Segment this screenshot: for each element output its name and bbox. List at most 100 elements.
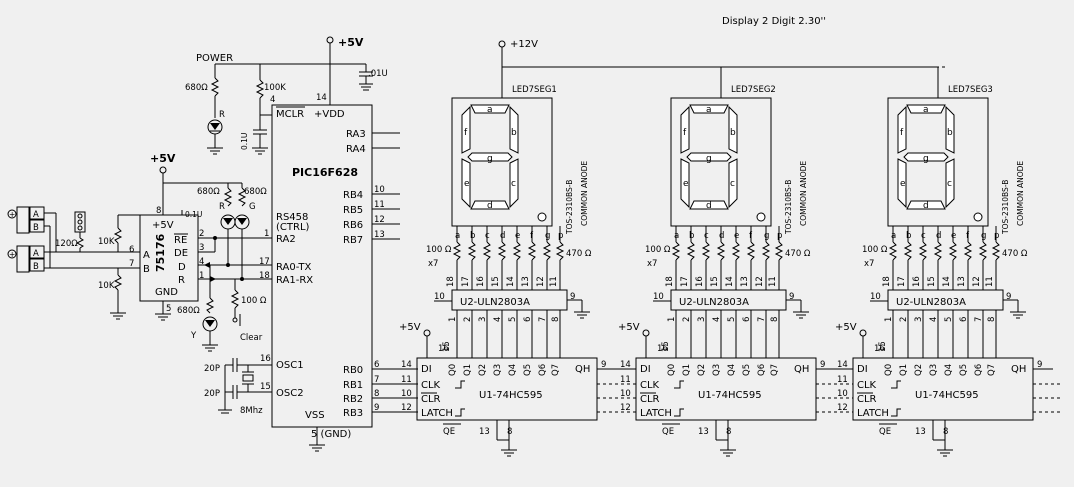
cap-01u-label: .01U [368,69,388,79]
svg-text:g: g [487,154,493,164]
svg-text:c: c [947,179,952,189]
svg-text:Q1: Q1 [682,364,692,376]
svg-text:14: 14 [401,360,412,370]
svg-text:Q0: Q0 [884,364,894,376]
svg-text:p: p [558,231,563,241]
svg-text:16: 16 [657,344,668,354]
svg-text:11: 11 [374,200,385,210]
svg-text:470 Ω: 470 Ω [785,249,811,259]
svg-text:470 Ω: 470 Ω [566,249,592,259]
svg-text:a: a [487,105,493,115]
svg-text:7: 7 [974,317,984,322]
mcu-name: PIC16F628 [292,166,358,179]
svg-text:Q4: Q4 [508,364,518,376]
svg-text:100 Ω: 100 Ω [645,245,671,255]
svg-text:+: + [9,210,15,219]
svg-text:4: 4 [270,95,275,105]
svg-text:RB6: RB6 [343,220,363,231]
svg-text:5: 5 [727,317,737,322]
svg-text:A: A [33,210,39,220]
display-part-number: TOS-2310BS-B [1001,180,1010,235]
segment-e [897,158,907,209]
svg-text:100 Ω: 100 Ω [426,245,452,255]
svg-text:f: f [683,128,687,138]
svg-text:9: 9 [1006,292,1011,302]
svg-text:Q5: Q5 [523,364,533,376]
svg-text:8: 8 [156,206,161,216]
svg-text:Q4: Q4 [944,364,954,376]
svg-text:12: 12 [837,403,848,413]
svg-text:6: 6 [959,317,969,322]
segment-d [689,200,729,210]
power-label: POWER [196,53,233,64]
svg-text:RB0: RB0 [343,365,363,376]
display-common-anode: COMMON ANODE [799,161,808,226]
svg-text:B: B [33,223,39,233]
svg-text:15: 15 [710,276,720,287]
svg-text:13: 13 [374,230,385,240]
svg-text:680Ω: 680Ω [197,187,220,197]
mcu-mclr: MCLR [276,109,304,120]
svg-text:8: 8 [987,317,997,322]
svg-text:16: 16 [476,276,486,287]
svg-text:e: e [683,179,689,189]
svg-text:2: 2 [899,317,909,322]
segment-a [689,104,729,114]
svg-text:QH: QH [1011,364,1026,375]
svg-text:3: 3 [199,243,204,253]
svg-text:100 Ω: 100 Ω [862,245,888,255]
decimal-point [973,212,983,222]
svg-text:CLK: CLK [421,380,441,391]
segment-g [467,152,513,162]
svg-text:10: 10 [653,292,664,302]
svg-text:8: 8 [507,427,512,437]
svg-text:a: a [455,231,460,241]
svg-text:B: B [143,264,150,275]
svg-text:5: 5 [508,317,518,322]
svg-text:1: 1 [667,317,677,322]
svg-text:RA0-TX: RA0-TX [276,262,312,273]
svg-text:1: 1 [448,317,458,322]
segment-g [686,152,732,162]
svg-text:LATCH: LATCH [640,408,672,419]
svg-text:1: 1 [884,317,894,322]
svg-text:d: d [719,231,724,241]
svg-text:Q2: Q2 [697,364,707,376]
svg-text:g: g [545,231,550,241]
hc595-name: U1-74HC595 [915,390,979,401]
segment-a [906,104,946,114]
svg-text:17: 17 [461,276,471,287]
svg-text:Q2: Q2 [478,364,488,376]
svg-text:12: 12 [620,403,631,413]
svg-text:8: 8 [726,427,731,437]
svg-text:R: R [219,202,225,212]
svg-text:5: 5 [166,304,171,314]
svg-text:Q7: Q7 [987,364,997,376]
segment-e [680,158,690,209]
svg-text:9: 9 [570,292,575,302]
svg-text:GND: GND [155,287,178,298]
svg-text:9: 9 [820,360,825,370]
svg-text:b: b [730,128,736,138]
svg-text:e: e [951,231,956,241]
segment-c [728,158,738,209]
svg-text:10: 10 [434,292,445,302]
svg-text:+5V: +5V [150,152,176,165]
hc595-shift-register [635,357,817,421]
svg-text:Q5: Q5 [959,364,969,376]
gnd-pin-label: 5 (GND) [311,429,351,440]
svg-text:Q3: Q3 [929,364,939,376]
svg-text:14: 14 [725,276,735,287]
svg-text:Q6: Q6 [538,364,548,376]
svg-text:g: g [981,231,986,241]
svg-text:CLR: CLR [421,394,441,405]
svg-text:4: 4 [199,257,204,267]
svg-text:DE: DE [174,248,188,259]
svg-text:RB5: RB5 [343,205,363,216]
svg-text:a: a [674,231,679,241]
svg-text:+5V: +5V [399,322,421,333]
vcc5-label: +5V [338,36,364,49]
svg-text:Q2: Q2 [914,364,924,376]
svg-text:680Ω: 680Ω [177,306,200,316]
